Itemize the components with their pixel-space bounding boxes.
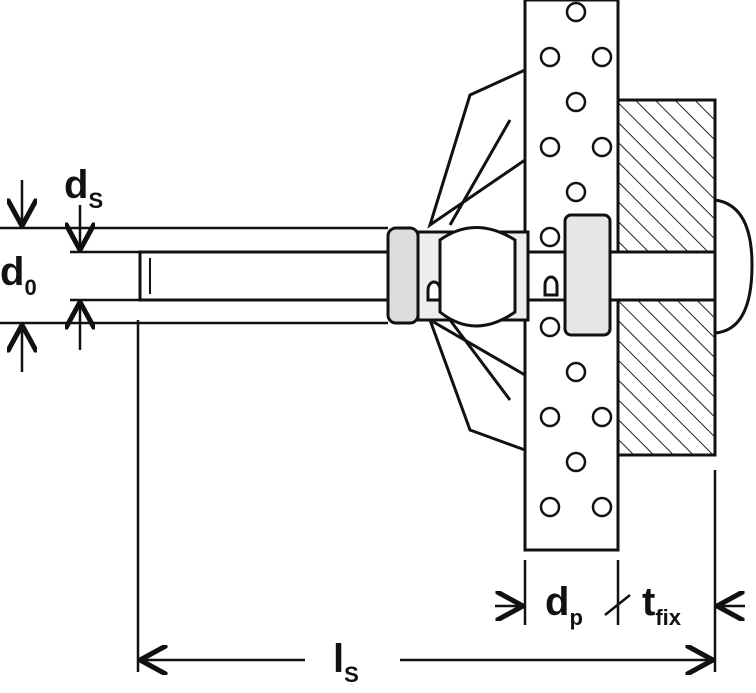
- board-hole: [565, 361, 587, 383]
- board-hole: [565, 181, 587, 203]
- board-hole: [565, 91, 587, 113]
- board-hole: [591, 406, 613, 428]
- board-hole: [539, 496, 561, 518]
- screw-head: [713, 198, 754, 335]
- label-tfix: tfix: [642, 580, 682, 630]
- label-ls: lS: [333, 637, 359, 687]
- board-hole: [591, 496, 613, 518]
- board-hole: [539, 46, 561, 68]
- board-hole: [565, 1, 587, 23]
- board-holes: [539, 1, 613, 518]
- anchor-wings: [427, 68, 526, 452]
- board-hole: [539, 406, 561, 428]
- board-hole: [539, 316, 561, 338]
- label-d0: d0: [0, 250, 37, 300]
- board-hole: [591, 136, 613, 158]
- label-ds: dS: [64, 163, 103, 213]
- board-hole: [539, 226, 561, 248]
- board-hole: [565, 451, 587, 473]
- anchor-sleeve: [386, 213, 612, 337]
- board-hole: [591, 46, 613, 68]
- label-dp: dp: [545, 580, 583, 630]
- board-hole: [539, 136, 561, 158]
- dimension-lines: [0, 180, 745, 672]
